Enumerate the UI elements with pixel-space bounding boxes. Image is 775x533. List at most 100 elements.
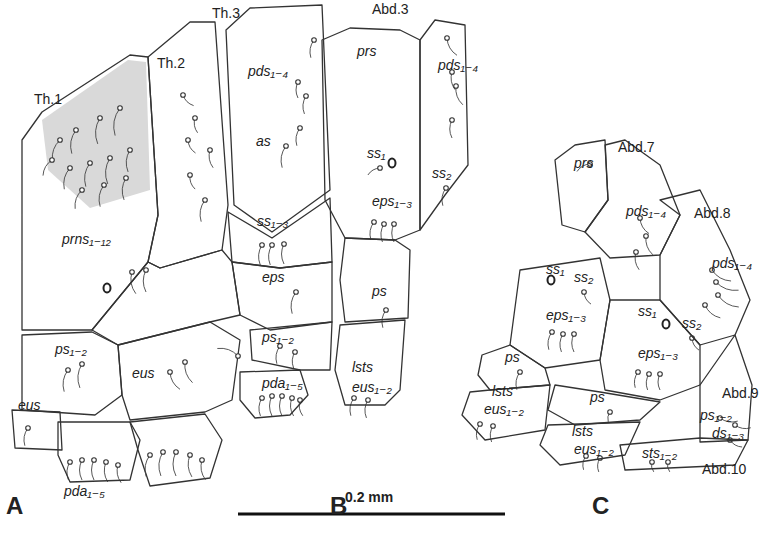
seta-socket bbox=[80, 362, 85, 367]
seta-hair bbox=[96, 118, 100, 144]
seta-hair bbox=[114, 108, 120, 136]
seta-socket bbox=[260, 396, 265, 401]
seta-socket bbox=[298, 126, 303, 131]
seta-socket bbox=[384, 308, 389, 313]
seta-label: eus₁₋₂ bbox=[484, 402, 524, 416]
seta-label: ss₂ bbox=[682, 316, 701, 330]
plate-outline bbox=[322, 28, 420, 240]
pseudopore bbox=[104, 284, 111, 293]
seta-socket bbox=[80, 458, 85, 463]
plate-border bbox=[240, 370, 308, 418]
pseudopore bbox=[663, 320, 670, 329]
seta-hair bbox=[217, 348, 238, 356]
seta-socket bbox=[280, 394, 285, 399]
seta-label: lsts bbox=[492, 384, 513, 398]
seta-hair bbox=[85, 163, 90, 187]
seta-socket bbox=[88, 161, 93, 166]
plate-border bbox=[226, 5, 330, 232]
seta-socket bbox=[444, 186, 449, 191]
plate-outlines bbox=[92, 250, 240, 486]
seta-label: eps bbox=[262, 270, 285, 284]
seta-hair bbox=[718, 295, 739, 307]
seta-label: prns₁₋₁₂ bbox=[62, 232, 111, 246]
panel-letter: A bbox=[6, 494, 23, 518]
seta-hair bbox=[259, 245, 262, 265]
plate-border bbox=[12, 410, 62, 450]
seta-socket bbox=[491, 424, 496, 429]
seta-socket bbox=[108, 156, 113, 161]
seta-socket bbox=[312, 38, 317, 43]
plate-border bbox=[540, 422, 640, 465]
seta-socket bbox=[478, 422, 483, 427]
seta-socket bbox=[188, 453, 193, 458]
seta-label: ds₁₋₃ bbox=[712, 426, 744, 440]
seta-hair bbox=[716, 282, 739, 290]
seta-label: ps₁₋₂ bbox=[700, 408, 732, 422]
sclerite-plate: Th.2 bbox=[148, 22, 228, 268]
seta-socket bbox=[181, 93, 186, 98]
seta-socket bbox=[392, 222, 397, 227]
seta-socket bbox=[454, 84, 459, 89]
seta-socket bbox=[118, 106, 123, 111]
sclerite-plate: eus bbox=[12, 410, 62, 450]
seta-socket bbox=[572, 332, 577, 337]
seta-label: ss₁₋₃ bbox=[257, 214, 288, 228]
plate-border bbox=[600, 300, 700, 400]
seta-hair bbox=[159, 452, 163, 476]
sclerite-plate: ps₁₋₂ bbox=[250, 322, 332, 370]
plate-outline bbox=[226, 5, 330, 232]
seta-socket bbox=[666, 460, 671, 465]
panel-letter: B bbox=[330, 494, 347, 518]
seta-socket bbox=[124, 176, 129, 181]
plate-border bbox=[250, 322, 332, 370]
seta-socket bbox=[26, 426, 31, 431]
seta-socket bbox=[550, 330, 555, 335]
seta-label: prs bbox=[574, 156, 593, 170]
seta-socket bbox=[372, 220, 377, 225]
seta-socket bbox=[148, 453, 153, 458]
seta-hair bbox=[80, 460, 83, 480]
seta-label: eps₁₋₃ bbox=[638, 346, 678, 360]
seta-socket bbox=[290, 396, 295, 401]
sclerite-plate: ss₁₋₃ bbox=[228, 198, 332, 268]
plate-border bbox=[58, 422, 140, 482]
seta-socket bbox=[636, 370, 641, 375]
seta-hair bbox=[122, 178, 126, 200]
seta-hair bbox=[185, 362, 193, 383]
seta-socket bbox=[58, 138, 63, 143]
seta-label: pds₁₋₄ bbox=[712, 256, 752, 270]
seta-label: ss₂ bbox=[432, 166, 451, 180]
seta-label: prs bbox=[357, 44, 376, 58]
seta-label: lsts bbox=[352, 360, 373, 374]
seta-label: as bbox=[256, 134, 271, 148]
segment-label: Abd.8 bbox=[694, 206, 731, 220]
sclerite-plate: ss₁ss₂eps₁₋₃ bbox=[510, 258, 610, 368]
seta-label: eus₁₋₂ bbox=[574, 442, 614, 456]
sclerite-plate: Th.3pds₁₋₄as bbox=[226, 5, 330, 232]
seta-hair bbox=[646, 236, 653, 255]
sclerite-outline bbox=[92, 250, 240, 345]
panel-letter: C bbox=[592, 494, 609, 518]
seta-socket bbox=[382, 222, 387, 227]
seta-socket bbox=[658, 372, 663, 377]
sclerite-plate: lstseus₁₋₂ bbox=[335, 320, 405, 405]
seta-socket bbox=[644, 234, 649, 239]
seta-socket bbox=[296, 80, 301, 85]
sclerite-plate: prsss₁eps₁₋₃ bbox=[322, 28, 420, 240]
seta-socket bbox=[116, 463, 121, 468]
seta-hair bbox=[106, 158, 110, 184]
seta-label: lsts bbox=[572, 424, 593, 438]
sclerite-plate: pda₁₋₅ bbox=[240, 370, 308, 418]
seta-socket bbox=[450, 118, 455, 123]
plate-border bbox=[478, 345, 550, 390]
seta-hair bbox=[75, 190, 82, 209]
seta-hair bbox=[200, 200, 205, 222]
plate-border bbox=[148, 22, 228, 268]
seta-label: eps₁₋₃ bbox=[372, 194, 412, 208]
seta-label: eps₁₋₃ bbox=[546, 308, 586, 322]
seta-socket bbox=[260, 243, 265, 248]
plate-border bbox=[462, 385, 550, 440]
sclerite-plate: lsts eus₁₋₂ bbox=[540, 422, 640, 465]
seta-socket bbox=[445, 36, 450, 41]
sclerite-plate: ss₁ss₂eps₁₋₃ bbox=[600, 300, 700, 400]
